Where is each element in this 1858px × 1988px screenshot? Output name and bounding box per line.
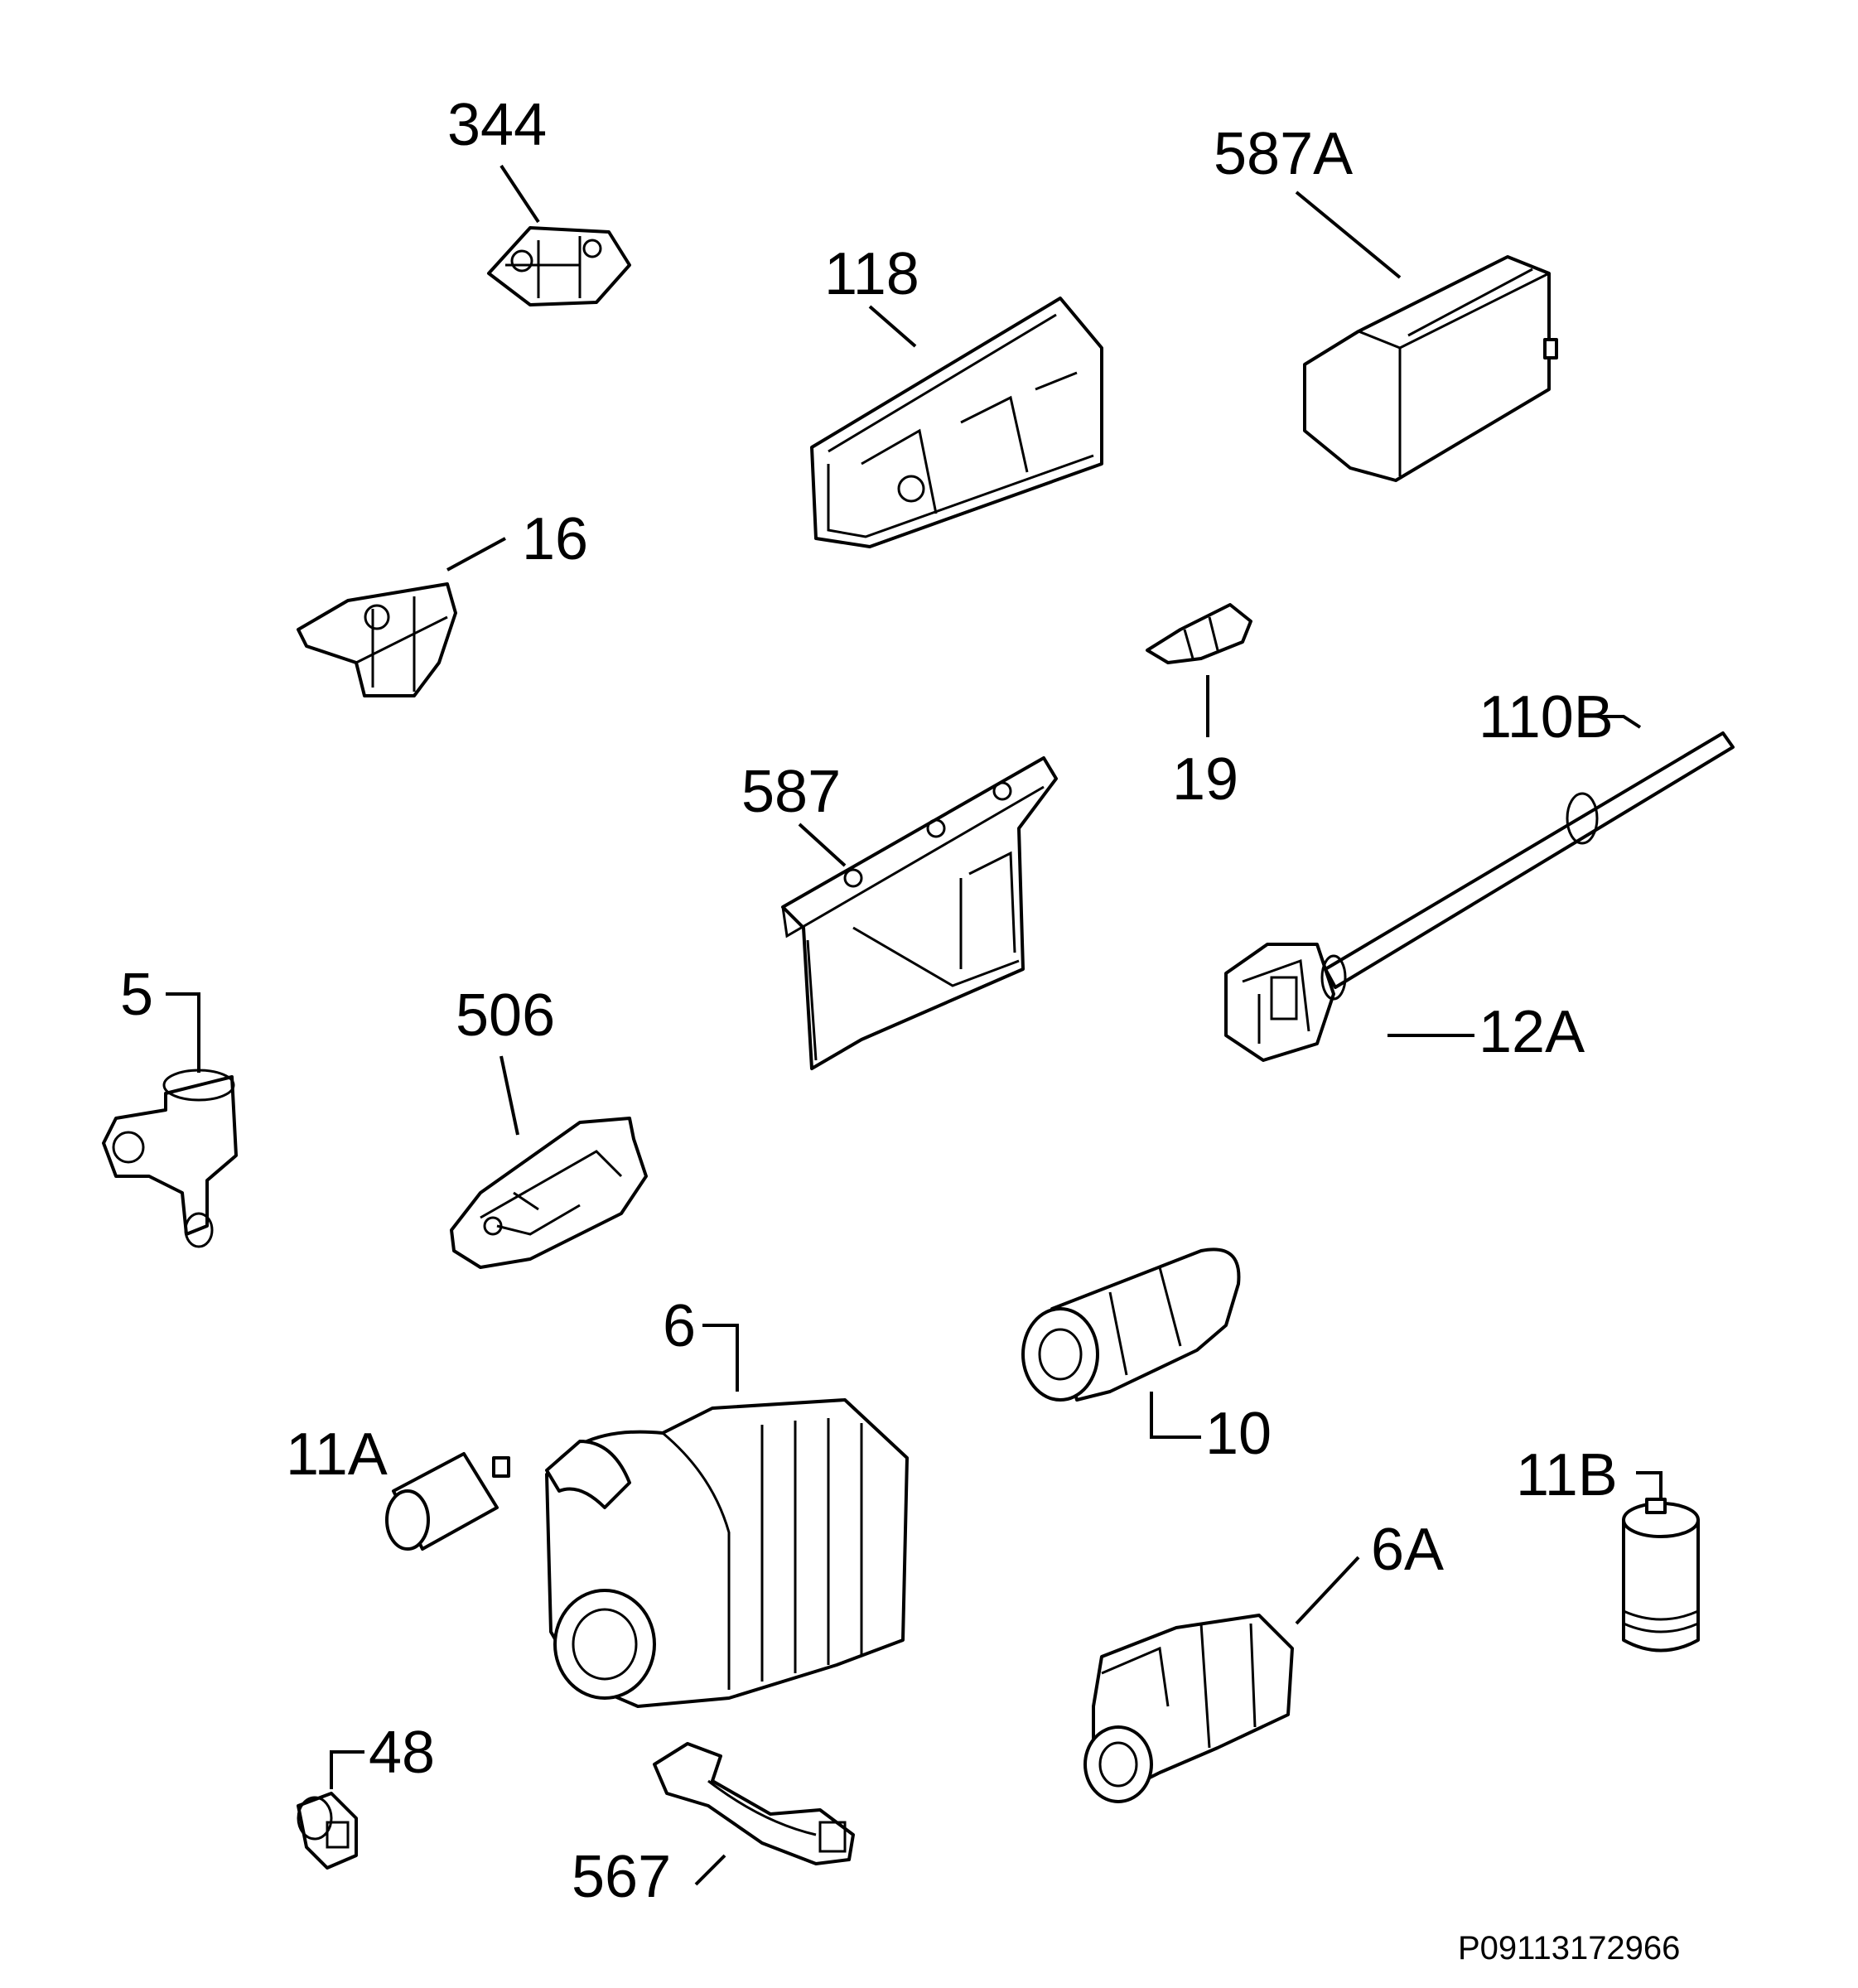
leader-587a xyxy=(1295,191,1402,279)
label-10: 10 xyxy=(1205,1401,1272,1467)
part-110b-hose xyxy=(1320,731,1735,1001)
label-506: 506 xyxy=(456,982,555,1049)
drawing-code: P09113172966 xyxy=(1458,1930,1680,1966)
label-567: 567 xyxy=(572,1844,671,1910)
part-6-motor xyxy=(545,1398,909,1708)
part-10-heater xyxy=(1021,1247,1241,1402)
part-12a-sensor xyxy=(1224,943,1335,1062)
label-5: 5 xyxy=(120,962,153,1028)
label-118: 118 xyxy=(824,241,919,307)
leader-567 xyxy=(694,1854,726,1886)
part-19-connector xyxy=(1146,603,1252,664)
label-587a: 587A xyxy=(1214,121,1353,187)
label-11b: 11B xyxy=(1516,1442,1618,1508)
leader-6a xyxy=(1295,1556,1360,1625)
label-110b: 110B xyxy=(1479,684,1614,750)
label-48: 48 xyxy=(369,1720,435,1786)
part-506-latch xyxy=(450,1117,648,1269)
leader-118 xyxy=(868,305,917,348)
part-11b-capacitor xyxy=(1622,1498,1700,1653)
leader-48 xyxy=(330,1750,364,1789)
part-587-bracket xyxy=(781,756,1058,1070)
leader-587 xyxy=(798,823,847,867)
part-587a-module xyxy=(1303,255,1558,482)
label-11a: 11A xyxy=(286,1421,388,1488)
part-567-harness xyxy=(653,1742,855,1865)
label-6: 6 xyxy=(663,1293,696,1359)
part-11a-capacitor xyxy=(385,1452,510,1551)
leader-10 xyxy=(1150,1392,1201,1439)
leader-506 xyxy=(499,1055,519,1136)
part-118-board xyxy=(810,297,1103,548)
part-344-switch xyxy=(487,226,631,306)
leader-6 xyxy=(702,1324,739,1392)
part-6a-drain-pump xyxy=(1083,1614,1294,1803)
label-19: 19 xyxy=(1172,746,1238,813)
part-16-door-switch xyxy=(297,582,457,697)
leader-110b xyxy=(1599,715,1642,729)
label-16: 16 xyxy=(522,506,588,572)
leader-11b xyxy=(1636,1471,1663,1498)
leader-16 xyxy=(446,537,506,572)
label-12a: 12A xyxy=(1479,999,1585,1065)
part-48-cap xyxy=(297,1792,358,1870)
label-6a: 6A xyxy=(1371,1517,1444,1583)
leader-344 xyxy=(499,164,540,224)
label-344: 344 xyxy=(447,92,547,158)
label-587: 587 xyxy=(741,759,841,825)
part-5-inlet-valve xyxy=(102,1069,238,1248)
leader-5 xyxy=(166,992,200,1073)
